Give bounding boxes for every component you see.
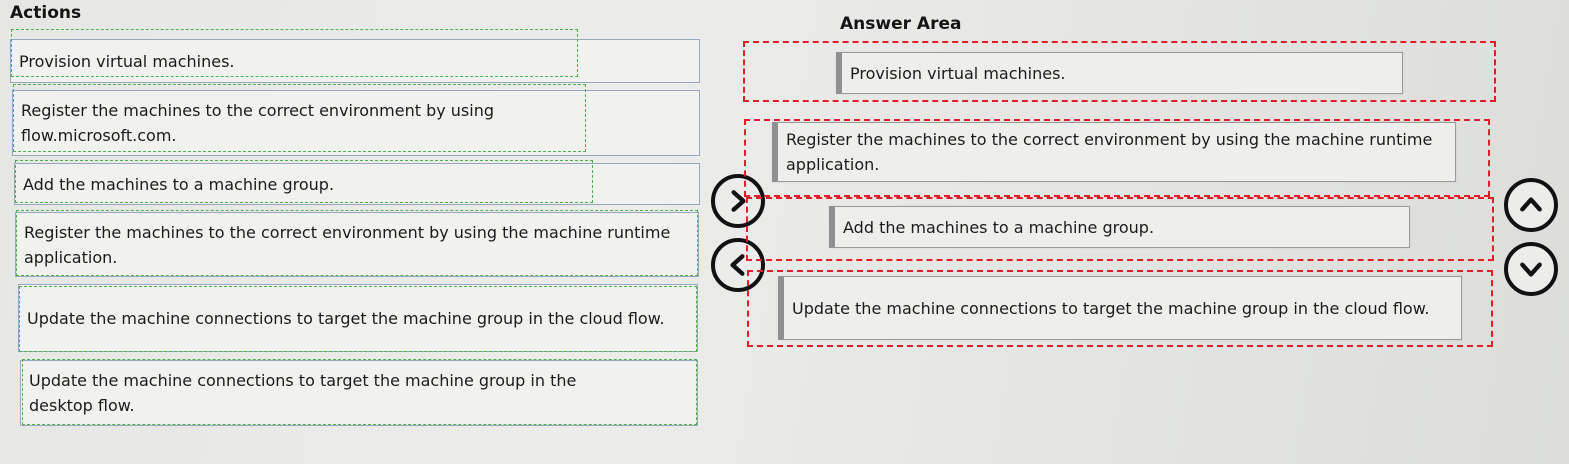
move-up-button[interactable]: [1504, 178, 1558, 232]
move-left-button[interactable]: [711, 238, 765, 292]
action-item[interactable]: Register the machines to the correct env…: [12, 90, 700, 156]
move-right-button[interactable]: [711, 174, 765, 228]
answer-item[interactable]: Add the machines to a machine group.: [829, 206, 1410, 248]
answer-item-label: Register the machines to the correct env…: [786, 130, 1433, 174]
chevron-up-icon: [1520, 197, 1542, 212]
action-item-label: Provision virtual machines.: [19, 51, 235, 71]
actions-heading: Actions: [10, 3, 82, 23]
action-item-label: Register the machines to the correct env…: [24, 222, 671, 267]
action-item[interactable]: Update the machine connections to target…: [20, 360, 698, 426]
answer-item-label: Update the machine connections to target…: [792, 298, 1430, 318]
answer-item-label: Provision virtual machines.: [850, 63, 1066, 83]
answer-item[interactable]: Provision virtual machines.: [836, 52, 1403, 94]
chevron-left-icon: [730, 254, 745, 276]
action-item-label: Register the machines to the correct env…: [21, 101, 494, 145]
chevron-right-icon: [731, 190, 746, 212]
answer-item-label: Add the machines to a machine group.: [843, 217, 1155, 237]
action-item-label: Update the machine connections to target…: [29, 371, 577, 415]
action-item[interactable]: Add the machines to a machine group.: [14, 163, 700, 205]
action-item-label: Update the machine connections to target…: [27, 308, 665, 328]
action-item[interactable]: Provision virtual machines.: [10, 39, 700, 83]
action-item[interactable]: Update the machine connections to target…: [18, 284, 698, 352]
answer-area-heading: Answer Area: [840, 14, 962, 34]
action-item-label: Add the machines to a machine group.: [23, 174, 335, 194]
chevron-down-icon: [1520, 262, 1542, 277]
action-item[interactable]: Register the machines to the correct env…: [15, 212, 699, 277]
answer-item[interactable]: Register the machines to the correct env…: [772, 122, 1456, 182]
answer-item[interactable]: Update the machine connections to target…: [778, 276, 1462, 340]
move-down-button[interactable]: [1504, 242, 1558, 296]
